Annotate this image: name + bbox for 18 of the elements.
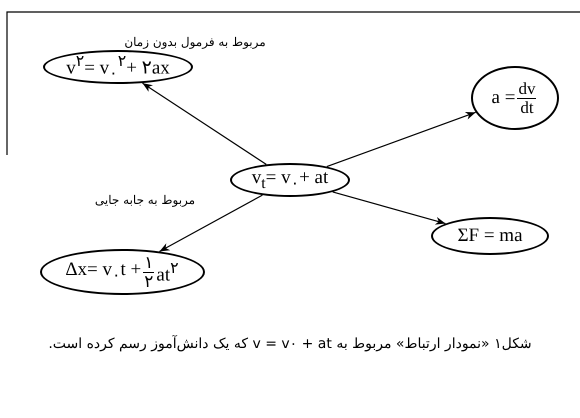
formula-ellipse xyxy=(431,217,549,255)
arrow xyxy=(332,191,446,225)
figure-caption: شکل۱ «نمودار ارتباط» مربوط به v = v۰ + at که یک دانش‌آموز رسم کرده است. xyxy=(47,334,533,354)
formula-ellipse xyxy=(471,66,559,130)
fraction-numerator: ۱ xyxy=(143,254,154,272)
formula-ellipse xyxy=(230,163,350,197)
formula-text: ΣF = ma xyxy=(457,225,523,247)
arrow xyxy=(142,82,267,165)
fraction-denominator: ۲ xyxy=(144,272,154,290)
note-text: مربوط به فرمول بدون زمان xyxy=(124,35,266,49)
arrow xyxy=(159,194,263,252)
formula-ellipse xyxy=(40,249,204,295)
note-text: مربوط به جابه جایی xyxy=(94,193,196,207)
formula-ellipse xyxy=(43,50,193,84)
arrow xyxy=(326,112,476,168)
fraction-denominator: dt xyxy=(520,98,534,116)
fraction-numerator: dv xyxy=(517,80,536,98)
formula-text: a = xyxy=(492,87,516,109)
